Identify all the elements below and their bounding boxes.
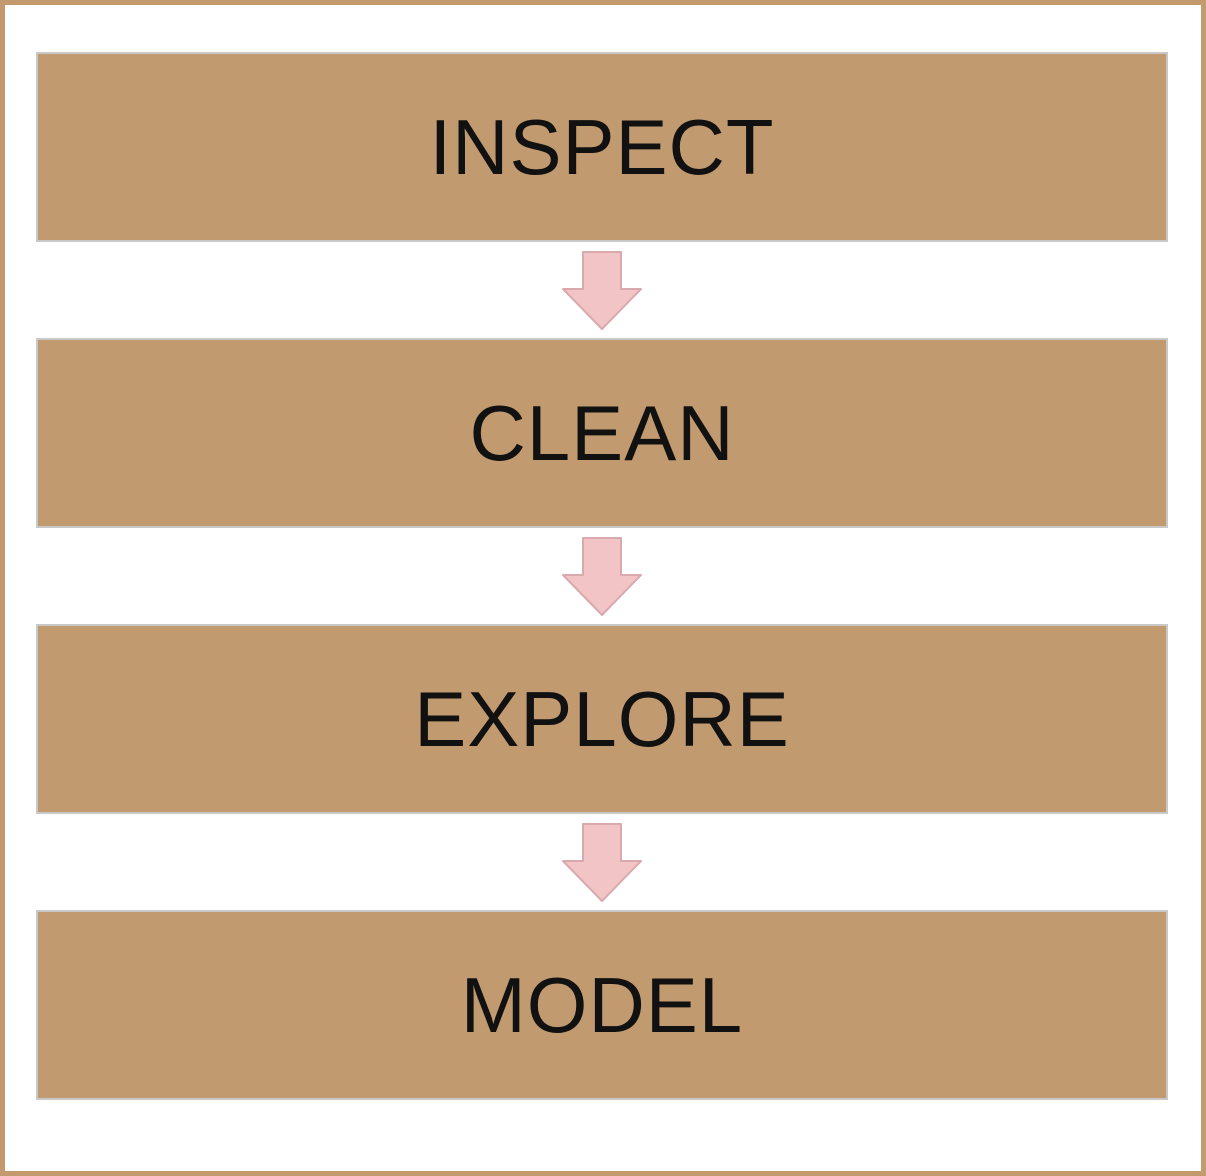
step-box-model: MODEL bbox=[36, 910, 1168, 1100]
down-arrow-icon bbox=[562, 823, 642, 902]
step-label-inspect: INSPECT bbox=[429, 103, 775, 191]
step-box-explore: EXPLORE bbox=[36, 624, 1168, 814]
step-label-explore: EXPLORE bbox=[414, 675, 790, 763]
down-arrow-icon bbox=[562, 537, 642, 616]
step-box-inspect: INSPECT bbox=[36, 52, 1168, 242]
step-label-model: MODEL bbox=[460, 961, 744, 1049]
down-arrow-icon bbox=[562, 251, 642, 330]
step-label-clean: CLEAN bbox=[469, 389, 735, 477]
step-box-clean: CLEAN bbox=[36, 338, 1168, 528]
